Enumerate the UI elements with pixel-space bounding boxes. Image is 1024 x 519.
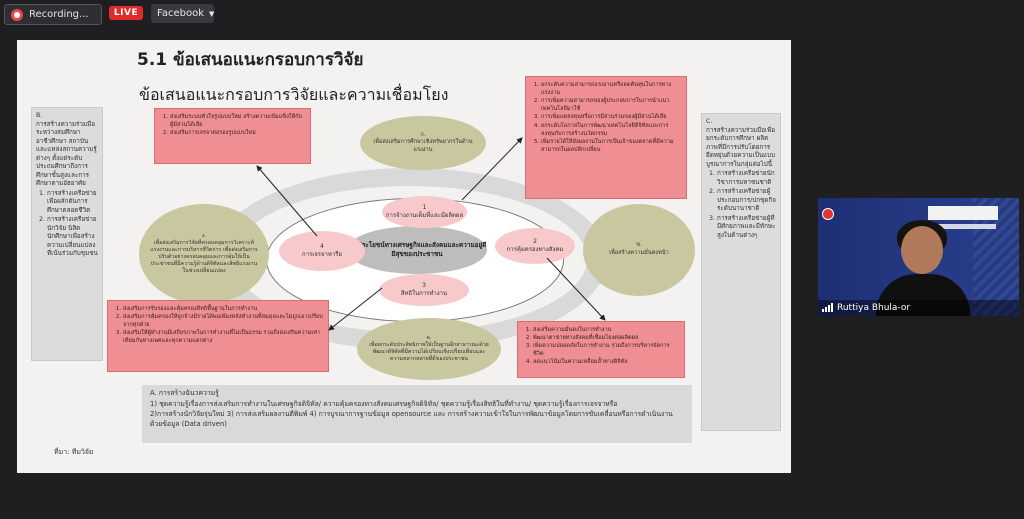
arrow-to-employment [461,137,523,201]
panel-c-item: การสร้างเครือข่ายนักวิชาการมหาชนชาติ [717,170,776,187]
box-item: ส่งเสริมระบบหัวใจรูปแบบใหม่ สร้างความเข้… [170,113,305,129]
box-item: การเพิ่มแหล่งทุนหรือการมีส่วนร่วมของผู้ม… [541,113,681,121]
participant-video-tile[interactable]: Ruttiya Bhula-or [818,198,1019,316]
box-item: ส่งเสริมให้ผู้ทำงานมีเสถียรภาพในการทำงาน… [123,329,323,345]
knowledge-title: A. การสร้างฉันวความรู้ [150,389,219,397]
box-item: ส่งเสริมการเจรจาต่อรองรูปแบบใหม่ [170,129,305,137]
knowledge-line: 1) ชุดความรู้เรื่องการส่งเสริมการทำงานใน… [150,399,618,408]
box-item: ลดแนวโน้มในความเหลื่อมล้ำทางดิจิทัล [533,358,679,366]
box-item: ส่งเสริมการรับรองและคุ้มครองสิทธิพื้นฐาน… [123,305,323,313]
box-employment-outcomes: ยกระดับความสามารถแรงงานหรือลดต้นทุนในการ… [525,76,687,199]
box-item: ยกระดับโอกาสในการพัฒนาเทคโนโลยีดิจิทัลแล… [541,122,681,138]
core-objective: เพื่อประโยชน์ทางเศรษฐกิจและสังคมและความอ… [347,226,487,274]
pillar-2: 2 การคุ้มครองทางสังคม [495,228,575,264]
pillar-4: 4 การเจรจาหารือ [279,231,365,271]
caret-down-icon: ▼ [209,9,215,18]
box-item: ส่งเสริมความมั่นคงในการทำงาน [533,326,679,334]
participant-name: Ruttiya Bhula-or [837,303,911,313]
objective-oval-a: ก. เพื่อส่งเสริมการศึกษาเชิงทรัพยากรในด้… [360,116,486,170]
box-item: พัฒนาตาข่ายทางสังคมที่เชื่อมโยงต่อผลิตผล [533,334,679,342]
objective-oval-d: ง. เพื่อส่งเสริมการวิจัยที่ครอบคลุมการวิ… [139,204,269,304]
box-item: ยกระดับความสามารถแรงงานหรือลดต้นทุนในการ… [541,81,681,97]
panel-b-item: การสร้างเครือข่ายนักวิจัย นิสิตนักศึกษาเ… [47,216,98,259]
recording-button[interactable]: Recording... [4,4,102,25]
panel-b-item: การสร้างเครือข่ายเพื่อผลักดันการศึกษาตลอ… [47,190,98,216]
recording-label: Recording... [29,9,89,20]
slide-title: 5.1 ข้อเสนอแนะกรอบการวิจัย [137,50,364,70]
pillar-1: 1 การจ้างงานเต็มที่และมีผลิตผล [382,196,467,228]
panel-c-item: การสร้างเครือข่ายผู้ที่มีศักยภาพและมีทัก… [717,215,776,241]
slide-subtitle: ข้อเสนอแนะกรอบการวิจัยและความเชื่อมโยง [139,85,449,104]
panel-b-title: B. การสร้างความร่วมมือระหว่างสมศึกษาอาชี… [36,112,97,187]
live-badge: LIVE [109,6,143,20]
connector-arrows [256,137,606,331]
arrow-to-protection [546,257,606,321]
arrow-to-dialogue [256,165,318,237]
participant-name-bar: Ruttiya Bhula-or [818,300,1019,316]
pillar-3: 3 สิทธิในการทำงาน [379,274,469,306]
signal-strength-icon [822,303,833,312]
box-protection-outcomes: ส่งเสริมความมั่นคงในการทำงาน พัฒนาตาข่าย… [517,321,685,378]
backdrop-banner [928,206,998,220]
box-rights-outcomes: ส่งเสริมการรับรองและคุ้มครองสิทธิพื้นฐาน… [107,300,329,372]
objective-oval-b: ข. เพื่อสร้างความมั่นคงหน้า [583,204,695,296]
arrow-to-rights [328,287,383,331]
box-item: การเพิ่มความสามารถของผู้ประกอบการในการนำ… [541,97,681,113]
platform-label: Facebook [157,8,204,19]
panel-c: C. การสร้างความร่วมมือเพื่อยกระดับการศึก… [701,113,781,431]
box-dialogue-outcomes: ส่งเสริมระบบหัวใจรูปแบบใหม่ สร้างความเข้… [154,108,311,164]
presentation-slide: 5.1 ข้อเสนอแนะกรอบการวิจัย ข้อเสนอแนะกรอ… [17,40,791,473]
panel-c-item: การสร้างเครือข่ายผู้ประกอบการ/ปกชุดกิจระ… [717,188,776,214]
panel-c-title: C. การสร้างความร่วมมือเพื่อยกระดับการศึก… [706,118,776,168]
knowledge-box: A. การสร้างฉันวความรู้ 1) ชุดความรู้เรื่… [142,385,692,443]
objective-oval-c: ค. เพื่อยกระดับประสิทธิภาพให้เป็นฐานอีกส… [357,318,501,380]
panel-b: B. การสร้างความร่วมมือระหว่างสมศึกษาอาชี… [31,107,103,361]
top-toolbar: Recording... LIVE Facebook ▼ [0,0,1024,28]
box-item: เพิ่มรายได้ให้ยังผลงานในการเป็นเจ้าของตล… [541,138,681,154]
knowledge-line: 2)การสร้างนักวิจัยรุ่นใหม่ 3) การส่งเสริ… [150,409,673,428]
backdrop-caption [936,224,996,229]
record-icon [11,8,23,21]
slide-source: ที่มา: ทีมวิจัย [54,448,94,456]
platform-dropdown[interactable]: Facebook ▼ [151,4,214,23]
participant-face [901,226,943,274]
logo-icon [822,208,834,220]
box-item: ส่งเสริมการคุ้มครองให้ลูกจ้างมีรายได้พอเ… [123,313,323,329]
box-item: เพิ่มความปลอดภัยในการทำงาน รวมถึงการบริห… [533,342,679,358]
